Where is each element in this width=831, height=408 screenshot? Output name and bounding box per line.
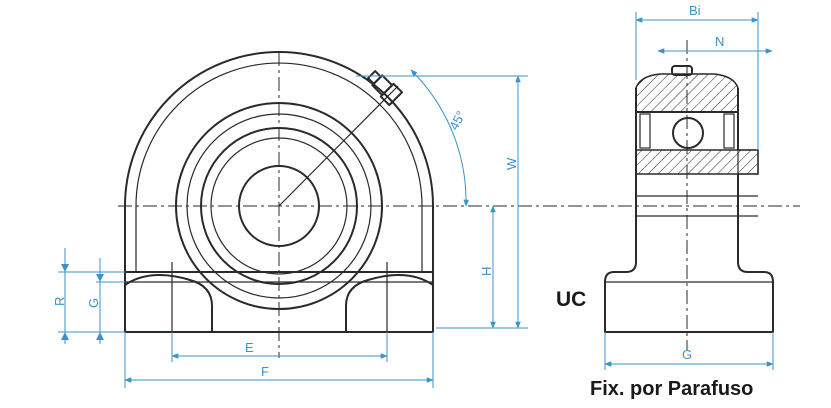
housing-inner-outline — [135, 62, 423, 272]
dim-g-arrow-top — [96, 274, 104, 282]
dim-n-label: N — [715, 34, 724, 49]
side-view — [604, 40, 774, 350]
inner-ring-inner-circle — [210, 137, 348, 275]
dim-bi-label: Bi — [689, 3, 701, 18]
dimensions: Bi N 45° W H R G E — [52, 3, 774, 388]
dim-angle-arc — [410, 69, 469, 207]
outer-ring-circle — [186, 113, 372, 299]
seal-left — [639, 113, 651, 149]
housing-section-top — [635, 73, 739, 113]
side-housing-body — [604, 174, 774, 333]
dim-r-arrow-bottom — [61, 332, 69, 340]
dim-f-label: F — [261, 364, 269, 379]
seal-right — [723, 113, 735, 149]
dim-g-side-label: G — [682, 347, 692, 362]
ball-element — [672, 117, 704, 149]
inner-ring-outer-circle — [200, 127, 358, 285]
front-view — [118, 51, 800, 358]
left-bolt-slot — [124, 274, 213, 332]
dim-h-label: H — [479, 267, 494, 276]
nipple-cap — [671, 65, 693, 76]
caption: Fix. por Parafuso — [590, 378, 754, 400]
nipple-axis — [278, 85, 399, 207]
dim-e-label: E — [245, 340, 254, 355]
inner-ring-section — [635, 149, 759, 175]
dim-r-arrow-top — [61, 264, 69, 272]
dim-g-arrow-bottom — [96, 332, 104, 340]
dim-w-label: W — [504, 157, 519, 170]
dim-g-front-label: G — [86, 298, 101, 308]
right-bolt-slot — [345, 274, 434, 332]
dim-angle-label: 45° — [446, 108, 468, 132]
set-screw — [737, 149, 759, 175]
shaft-bore-circle — [238, 165, 320, 247]
grease-nipple — [367, 70, 404, 107]
model-label: UC — [556, 288, 587, 311]
housing-bore-circle — [175, 102, 383, 310]
dim-r-label: R — [52, 297, 67, 306]
